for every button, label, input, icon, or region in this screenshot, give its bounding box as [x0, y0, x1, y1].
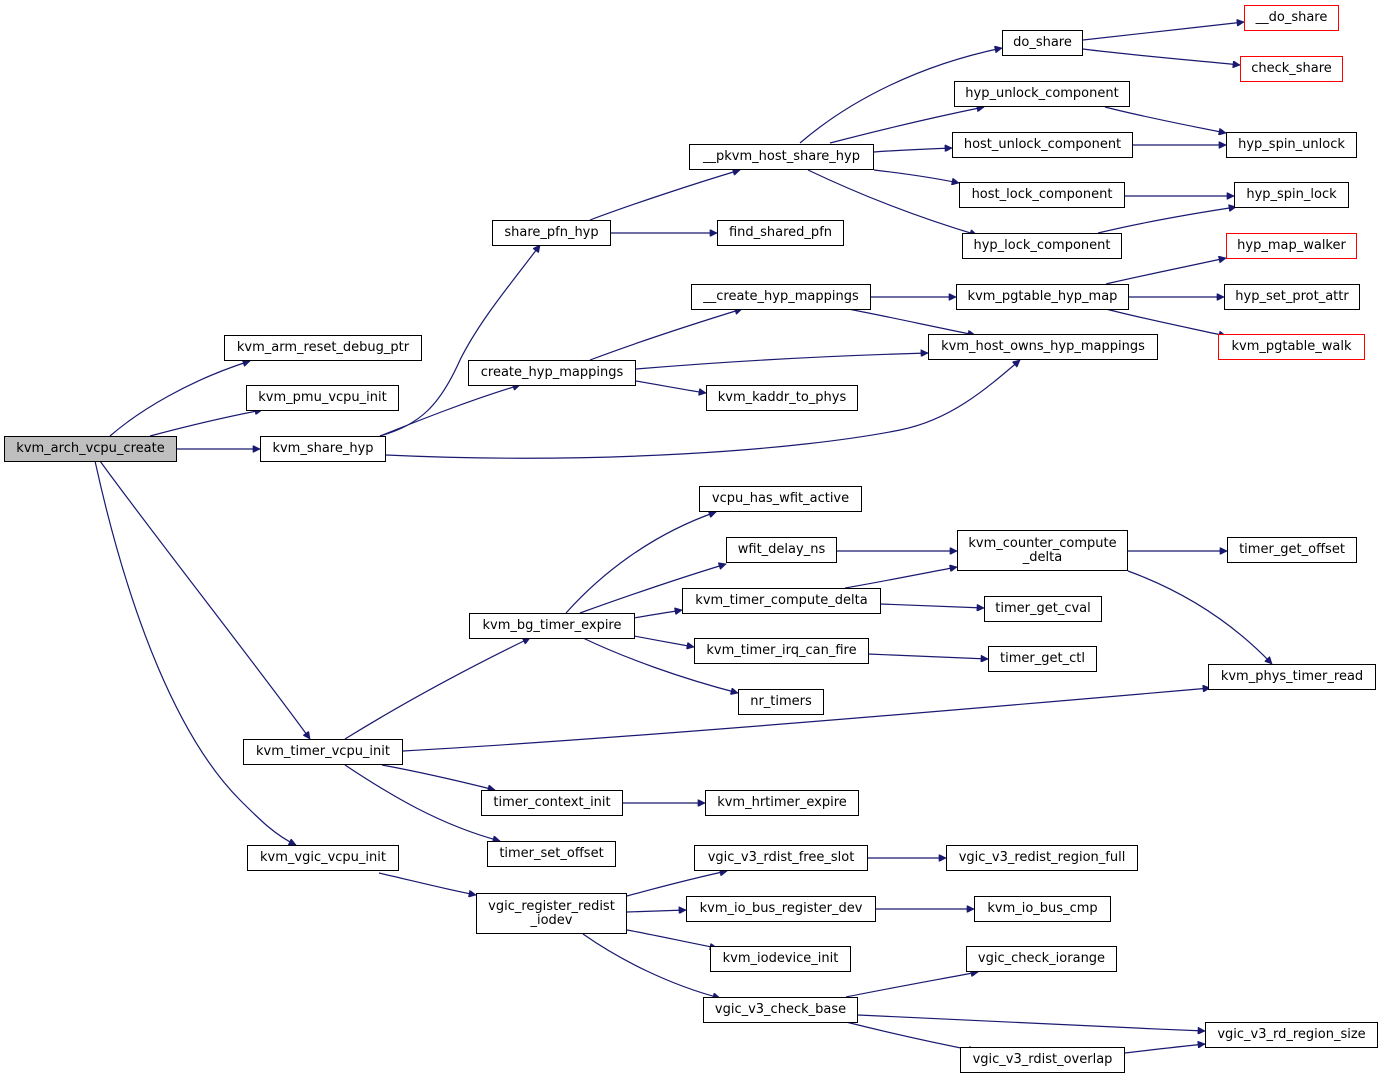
- edge: [829, 107, 984, 144]
- node-kvm-iodevice-init[interactable]: kvm_iodevice_init: [710, 946, 851, 972]
- node-kvm-pmu-vcpu-init[interactable]: kvm_pmu_vcpu_init: [246, 385, 399, 411]
- edge: [626, 871, 727, 897]
- node-kvm-io-bus-register-dev[interactable]: kvm_io_bus_register_dev: [686, 896, 876, 922]
- node-vgic-v3-check-base[interactable]: vgic_v3_check_base: [703, 997, 858, 1023]
- node-share-pfn-hyp[interactable]: share_pfn_hyp: [492, 220, 611, 246]
- node-wfit-delay-ns[interactable]: wfit_delay_ns: [726, 537, 837, 563]
- node-hyp-set-prot-attr[interactable]: hyp_set_prot_attr: [1224, 284, 1360, 310]
- edge: [378, 872, 476, 895]
- node-find-shared-pfn[interactable]: find_shared_pfn: [717, 220, 844, 246]
- edge: [845, 972, 978, 998]
- edge: [149, 410, 262, 437]
- node-kvm-vgic-vcpu-init[interactable]: kvm_vgic_vcpu_init: [247, 845, 399, 871]
- node-timer-get-ctl[interactable]: timer_get_ctl: [988, 646, 1097, 672]
- node-nr-timers[interactable]: nr_timers: [738, 689, 824, 715]
- edge: [626, 929, 717, 948]
- node-kvm-kaddr-to-phys[interactable]: kvm_kaddr_to_phys: [706, 385, 858, 411]
- node-vgic-v3-rd-region-size[interactable]: vgic_v3_rd_region_size: [1205, 1022, 1378, 1048]
- node-kvm-arm-reset-debug-ptr[interactable]: kvm_arm_reset_debug_ptr: [224, 335, 422, 361]
- edge: [1082, 22, 1244, 41]
- edge: [1105, 258, 1226, 285]
- edge: [385, 360, 1020, 459]
- edge: [633, 635, 694, 647]
- edge: [379, 245, 541, 437]
- node-kvm-share-hyp[interactable]: kvm_share_hyp: [260, 436, 386, 462]
- edge: [799, 48, 1002, 144]
- edge: [1124, 1044, 1205, 1054]
- edge: [845, 1021, 976, 1051]
- edge: [109, 361, 250, 437]
- node-do-share[interactable]: do_share: [1002, 30, 1083, 56]
- node-kvm-bg-timer-expire[interactable]: kvm_bg_timer_expire: [469, 613, 635, 639]
- edge: [635, 380, 706, 393]
- edge: [1097, 207, 1236, 234]
- node-hyp-unlock-component[interactable]: hyp_unlock_component: [954, 81, 1130, 107]
- node-kvm-timer-irq-can-fire[interactable]: kvm_timer_irq_can_fire: [694, 638, 869, 664]
- node-timer-get-offset[interactable]: timer_get_offset: [1227, 537, 1357, 563]
- node-timer-get-cval[interactable]: timer_get_cval: [984, 596, 1102, 622]
- edge: [381, 764, 495, 790]
- node-create-hyp-mappings-internal[interactable]: __create_hyp_mappings: [691, 284, 871, 310]
- edge: [344, 637, 530, 740]
- node-kvm-timer-compute-delta[interactable]: kvm_timer_compute_delta: [682, 588, 881, 614]
- edge: [626, 910, 686, 912]
- node-hyp-spin-unlock[interactable]: hyp_spin_unlock: [1226, 132, 1357, 158]
- edge: [379, 385, 520, 437]
- edge: [582, 637, 738, 693]
- node-kvm-counter-compute-delta[interactable]: kvm_counter_compute _delta: [957, 530, 1128, 571]
- edge: [579, 564, 726, 614]
- node-kvm-host-owns-hyp-mappings[interactable]: kvm_host_owns_hyp_mappings: [928, 334, 1158, 360]
- node-vcpu-has-wfit-active[interactable]: vcpu_has_wfit_active: [699, 486, 862, 512]
- node-vgic-register-redist-iodev[interactable]: vgic_register_redist _iodev: [476, 893, 627, 934]
- edge: [94, 460, 296, 846]
- node-vgic-v3-rdist-overlap[interactable]: vgic_v3_rdist_overlap: [960, 1047, 1125, 1073]
- edge: [565, 512, 716, 614]
- node-kvm-arch-vcpu-create[interactable]: kvm_arch_vcpu_create: [4, 436, 177, 462]
- edge: [847, 308, 975, 335]
- node-timer-context-init[interactable]: timer_context_init: [481, 790, 623, 816]
- node-kvm-hrtimer-expire[interactable]: kvm_hrtimer_expire: [705, 790, 859, 816]
- node-pkvm-host-share-hyp[interactable]: __pkvm_host_share_hyp: [689, 144, 874, 170]
- edge: [402, 688, 1210, 752]
- edge: [1104, 106, 1226, 133]
- node-kvm-pgtable-hyp-map[interactable]: kvm_pgtable_hyp_map: [956, 284, 1129, 310]
- edge: [844, 567, 957, 589]
- node-vgic-v3-redist-region-full[interactable]: vgic_v3_redist_region_full: [946, 845, 1138, 871]
- edge: [1082, 48, 1240, 65]
- node-hyp-lock-component[interactable]: hyp_lock_component: [962, 233, 1122, 259]
- node-check-share[interactable]: check_share: [1240, 56, 1343, 82]
- edge: [582, 933, 720, 998]
- node-kvm-phys-timer-read[interactable]: kvm_phys_timer_read: [1208, 664, 1376, 690]
- node-hyp-spin-lock[interactable]: hyp_spin_lock: [1234, 182, 1349, 208]
- edge: [589, 170, 740, 221]
- node-timer-set-offset[interactable]: timer_set_offset: [487, 841, 616, 867]
- edge: [867, 653, 988, 659]
- edge: [633, 610, 682, 619]
- node-vgic-v3-rdist-free-slot[interactable]: vgic_v3_rdist_free_slot: [694, 845, 868, 871]
- node-host-unlock-component[interactable]: host_unlock_component: [952, 132, 1133, 158]
- node-vgic-check-iorange[interactable]: vgic_check_iorange: [966, 946, 1117, 972]
- node-do-share-internal[interactable]: __do_share: [1244, 5, 1339, 31]
- node-hyp-map-walker[interactable]: hyp_map_walker: [1226, 233, 1357, 259]
- node-create-hyp-mappings[interactable]: create_hyp_mappings: [468, 360, 636, 386]
- edge: [807, 169, 977, 235]
- node-kvm-pgtable-walk[interactable]: kvm_pgtable_walk: [1218, 334, 1365, 360]
- edge: [873, 148, 952, 153]
- edge: [99, 460, 311, 739]
- edge: [873, 169, 959, 183]
- edge: [635, 353, 928, 370]
- node-host-lock-component[interactable]: host_lock_component: [959, 182, 1125, 208]
- edge: [344, 764, 500, 841]
- edge: [589, 309, 742, 361]
- node-kvm-io-bus-cmp[interactable]: kvm_io_bus_cmp: [974, 896, 1111, 922]
- edge: [857, 1014, 1205, 1031]
- edge: [1127, 570, 1272, 664]
- edge: [1105, 308, 1226, 336]
- edge: [880, 603, 984, 608]
- node-kvm-timer-vcpu-init[interactable]: kvm_timer_vcpu_init: [243, 739, 403, 765]
